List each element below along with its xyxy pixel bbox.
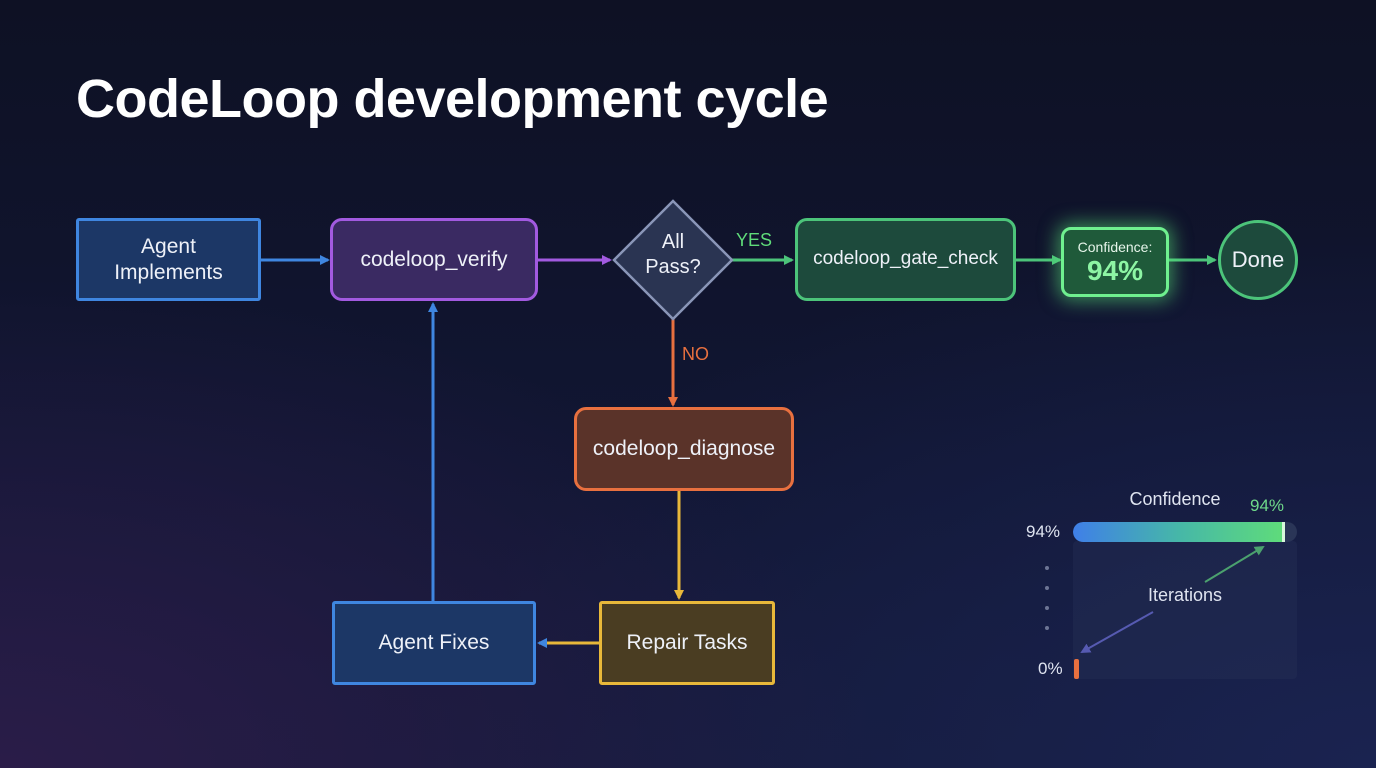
mini-chart-top-value: 94% <box>1250 496 1285 515</box>
iterations-arrow-up <box>1204 545 1265 583</box>
axis-dot <box>1045 626 1049 630</box>
confidence-label: Confidence: <box>1077 238 1153 255</box>
axis-dot <box>1045 606 1049 610</box>
mini-iterations-label: Iterations <box>1147 585 1223 605</box>
axis-dot <box>1045 566 1049 570</box>
node-agent-fixes: Agent Fixes <box>332 601 536 685</box>
mini-chart-title: Confidence <box>1129 489 1221 509</box>
mini-axis-bottom-label: 0% <box>1038 659 1063 678</box>
node-repair-tasks: Repair Tasks <box>599 601 775 685</box>
node-codeloop-verify: codeloop_verify <box>330 218 538 301</box>
axis-dot <box>1045 586 1049 590</box>
page-title: CodeLoop development cycle <box>76 69 829 129</box>
node-codeloop-gate-check: codeloop_gate_check <box>795 218 1016 301</box>
edge-label-yes: YES <box>736 230 773 250</box>
confidence-low-marker <box>1074 659 1079 679</box>
confidence-progress-marker <box>1281 522 1285 542</box>
node-confidence: Confidence: 94% <box>1061 227 1169 297</box>
decision-label: All Pass? <box>645 231 701 278</box>
edge-label-no: NO <box>682 344 709 364</box>
iterations-arrow-down <box>1080 611 1154 653</box>
decision-diamond-shape <box>612 199 734 321</box>
confidence-progress-fill <box>1073 522 1284 542</box>
node-done: Done <box>1218 220 1298 300</box>
node-codeloop-diagnose: codeloop_diagnose <box>574 407 794 491</box>
mini-axis-top-label: 94% <box>1026 522 1061 541</box>
node-agent-implements: Agent Implements <box>76 218 261 301</box>
mini-chart-panel <box>1073 541 1297 679</box>
confidence-value: 94% <box>1086 255 1144 287</box>
confidence-progress-bar <box>1073 522 1297 542</box>
